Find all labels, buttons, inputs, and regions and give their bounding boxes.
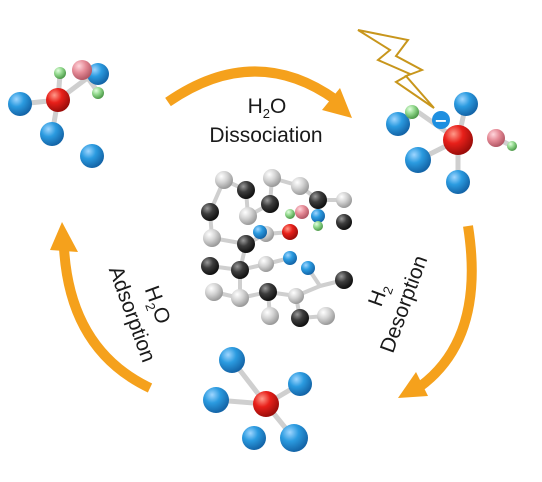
cycle-arrows [50,66,477,398]
molecule-remaining [203,347,312,452]
svg-text:H2: H2 [364,281,396,311]
molecule-dissociated-water: − [386,92,517,194]
label-h2-desorption: H2 Desorption [364,253,432,356]
svg-text:H2O: H2O [248,95,287,121]
arrow-right [398,225,477,398]
label-h2o-adsorption: H2O Adsorption [104,263,175,365]
lightning-bolt-icon [357,29,435,109]
svg-text:Dissociation: Dissociation [209,124,322,147]
svg-text:−: − [434,111,447,130]
svg-text:H2O: H2O [137,283,175,328]
arrow-top [165,66,352,118]
electron-icon: − [432,111,450,130]
label-h2o-dissociation: H2O Dissociation [209,95,322,147]
arrow-bottom-left [50,222,153,393]
catalyst-cluster [201,169,353,327]
molecule-adsorbed-water [8,60,109,168]
